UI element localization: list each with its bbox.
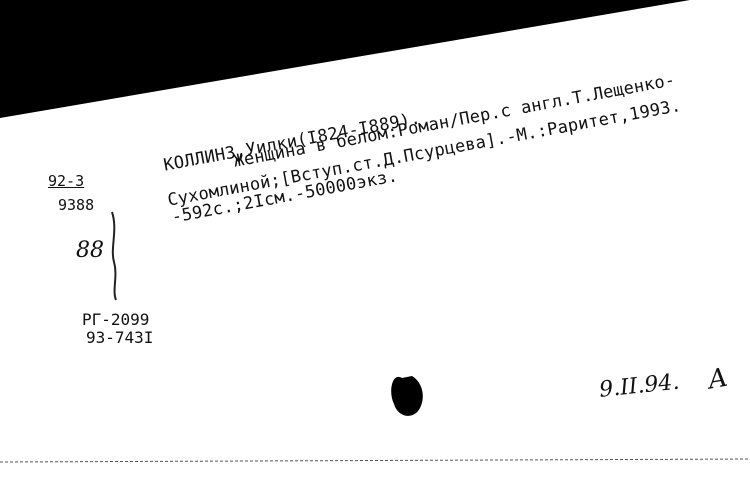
registry-code: РГ-2099 (82, 310, 150, 329)
handwritten-mark: 88 (76, 238, 104, 263)
registry-number: 93-743I (86, 328, 154, 347)
inventory-number: 9388 (58, 196, 95, 214)
handwritten-squiggle (111, 211, 117, 301)
classification-code: 92-3 (48, 172, 85, 190)
ink-blot (391, 376, 423, 416)
